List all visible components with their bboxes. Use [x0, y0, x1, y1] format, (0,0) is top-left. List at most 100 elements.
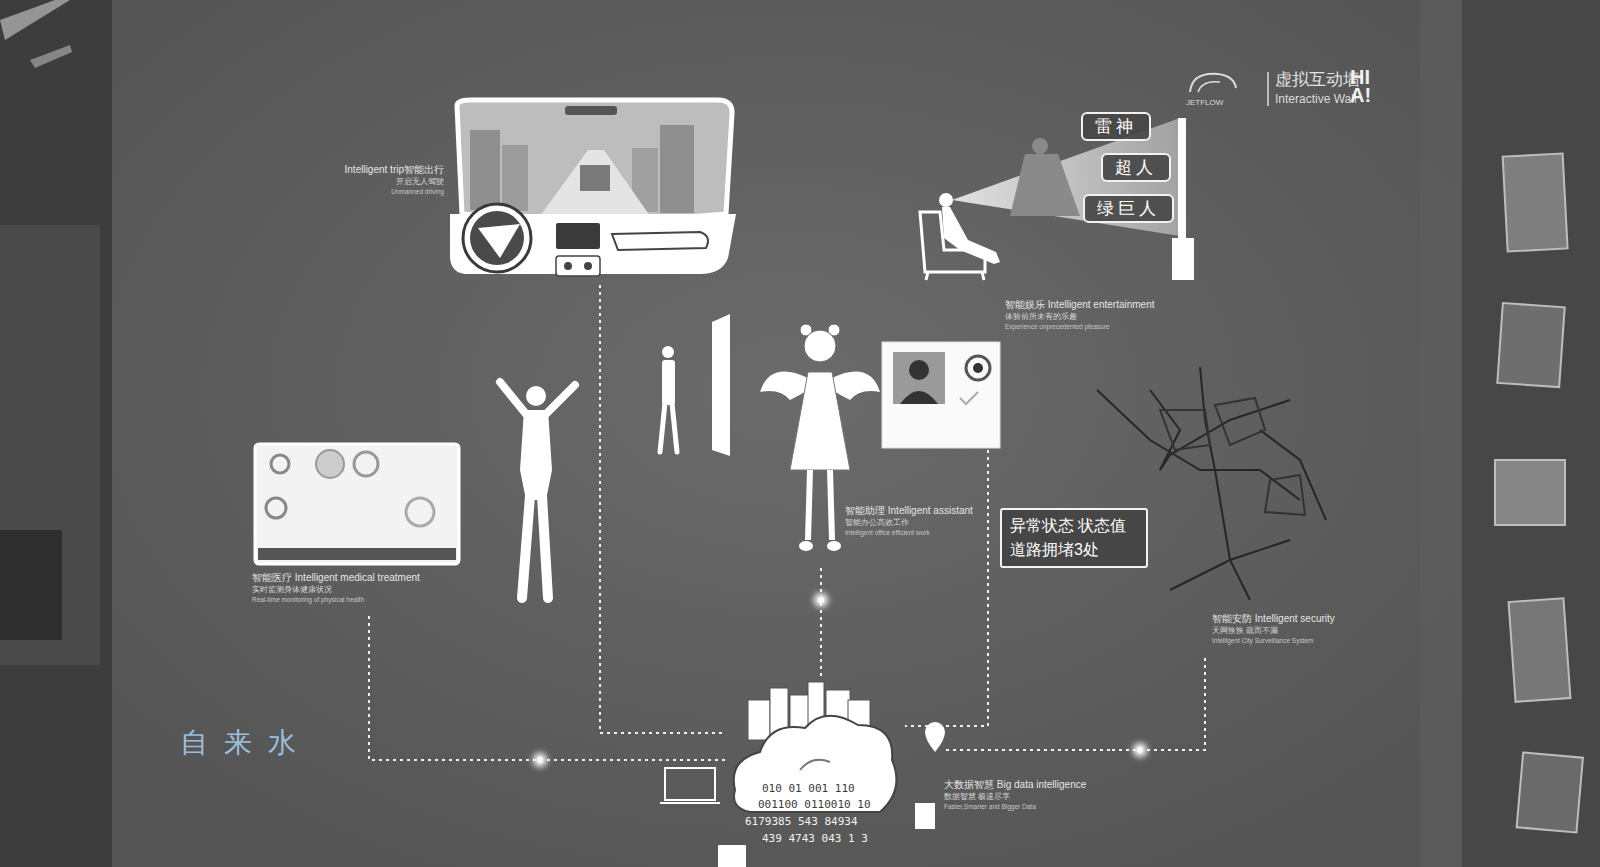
- node-heading: 异常状态 状态值 道路拥堵3处: [1010, 514, 1138, 562]
- node-subtext: 智能办公高效工作: [845, 517, 973, 528]
- data-cloud: [734, 716, 897, 812]
- city-map: [1200, 367, 1250, 600]
- face-recognition-card: [882, 342, 1000, 448]
- text-block: 绿巨人: [1097, 198, 1160, 219]
- channel-button: 雷神: [1081, 112, 1151, 141]
- city-map: [1215, 398, 1265, 445]
- binary-digits: 001100 0110010 10: [758, 798, 871, 811]
- angel-assistant: [832, 372, 880, 400]
- photo-prints: [1497, 303, 1564, 387]
- node-subtext: Faster,Smarter and Bigger Data: [944, 802, 1086, 811]
- walking-man-door: [660, 314, 730, 456]
- text-block: 超人: [1115, 157, 1157, 178]
- medical-panel: [255, 444, 459, 564]
- angel-assistant: [804, 330, 836, 362]
- person-arms-up: [526, 386, 546, 406]
- data-digits: 439 4743 043 1 3: [762, 832, 868, 845]
- node-heading: 绿巨人: [1097, 198, 1160, 219]
- angel-assistant: [799, 541, 813, 551]
- home-theater: [1010, 154, 1080, 216]
- photo-prints: [1495, 460, 1565, 525]
- header-logo: [1198, 82, 1220, 92]
- face-recognition-card: [960, 392, 978, 404]
- node-heading: 超人: [1115, 157, 1157, 178]
- text-block: 智能安防 Intelligent security天网恢恢 疏而不漏Intell…: [1212, 612, 1335, 645]
- text-block: 智能助理 Intelligent assistant智能办公高效工作Intell…: [845, 504, 973, 537]
- home-theater: [1032, 138, 1048, 154]
- node-subtext: Intelligent City Surveillance System: [1212, 636, 1335, 645]
- person-arms-up: [522, 496, 530, 598]
- angel-assistant: [808, 470, 810, 540]
- node-subtext: 开启无人驾驶: [345, 176, 444, 187]
- medical-panel: [271, 455, 289, 473]
- wall-title: 虚拟互动墙: [1275, 68, 1360, 91]
- car-dashboard: [457, 100, 732, 220]
- data-cloud: [748, 700, 770, 740]
- city-map: [1170, 540, 1290, 590]
- walking-man-door: [662, 360, 675, 405]
- face-recognition-card: [973, 363, 983, 373]
- entertainment-node: 智能娱乐 Intelligent entertainment体验前所未有的乐趣E…: [905, 95, 1235, 345]
- walking-man-door: [660, 403, 665, 452]
- wall: [112, 0, 1462, 867]
- car-dashboard: [580, 165, 610, 191]
- wall: [30, 45, 72, 68]
- home-theater: [939, 193, 953, 207]
- node-subtext: 体验前所未有的乐趣: [1005, 311, 1155, 322]
- text-block: 雷神: [1095, 116, 1137, 137]
- node-heading: 大数据智慧 Big data intelligence: [944, 778, 1086, 791]
- home-theater: [1172, 238, 1194, 280]
- dotted-leader: [905, 450, 988, 726]
- text-block: 大数据智慧 Big data intelligence数据智慧 极速尽享Fast…: [944, 778, 1086, 811]
- face-recognition-card: [893, 352, 945, 404]
- node-subtext: 天网恢恢 疏而不漏: [1212, 625, 1335, 636]
- node-heading: 雷神: [1095, 116, 1137, 137]
- car-dashboard: [463, 204, 531, 272]
- city-map: [1265, 475, 1305, 515]
- node-subtext: Unmanned driving: [345, 187, 444, 196]
- face-recognition-card: [909, 360, 929, 380]
- car-dashboard: [478, 224, 520, 258]
- node-heading: 智能安防 Intelligent security: [1212, 612, 1335, 625]
- dotted-leader: [905, 450, 1110, 750]
- channel-button: 超人: [1101, 153, 1171, 182]
- medical-panel: [316, 450, 344, 478]
- wall: [0, 225, 100, 665]
- wall-subtitle: Interactive Wall: [1275, 92, 1357, 106]
- home-theater: [942, 207, 1000, 264]
- text-block: 智能医疗 Intelligent medical treatment实时监测身体…: [252, 571, 420, 604]
- node-subtext: Intelligent office efficient work: [845, 528, 973, 537]
- car-dashboard: [540, 150, 650, 216]
- node-subtext: Experience unprecedented pleasure: [1005, 322, 1155, 331]
- car-dashboard: [660, 125, 694, 213]
- header-logo: [1267, 72, 1269, 106]
- node-heading: 智能助理 Intelligent assistant: [845, 504, 973, 517]
- data-cloud: [734, 682, 897, 812]
- photo-prints: [1503, 153, 1568, 251]
- car-dashboard: [470, 211, 524, 265]
- person-arms-up: [542, 496, 548, 598]
- security-node: 智能安防 Intelligent security天网恢恢 疏而不漏Intell…: [988, 360, 1350, 658]
- city-map: [1160, 400, 1290, 470]
- walking-man-door: [712, 314, 730, 456]
- dotted-leader: [946, 749, 1110, 751]
- city-map: [1150, 390, 1180, 470]
- angel-assistant: [760, 324, 880, 551]
- small-icons: [718, 845, 746, 867]
- person-arms-up: [546, 385, 575, 414]
- car-dashboard: [556, 256, 600, 276]
- angel-assistant: [760, 372, 808, 400]
- dotted-connector: [369, 616, 725, 760]
- walking-man-door: [662, 346, 674, 358]
- car-dashboard: [564, 262, 572, 270]
- small-icons: [915, 803, 935, 829]
- node-heading: Intelligent trip智能出行: [345, 163, 444, 176]
- medical-panel: [255, 444, 459, 564]
- car-dashboard: [612, 232, 708, 250]
- medical-panel: [406, 498, 434, 526]
- wall: [0, 0, 70, 40]
- face-recognition-card: [900, 391, 938, 404]
